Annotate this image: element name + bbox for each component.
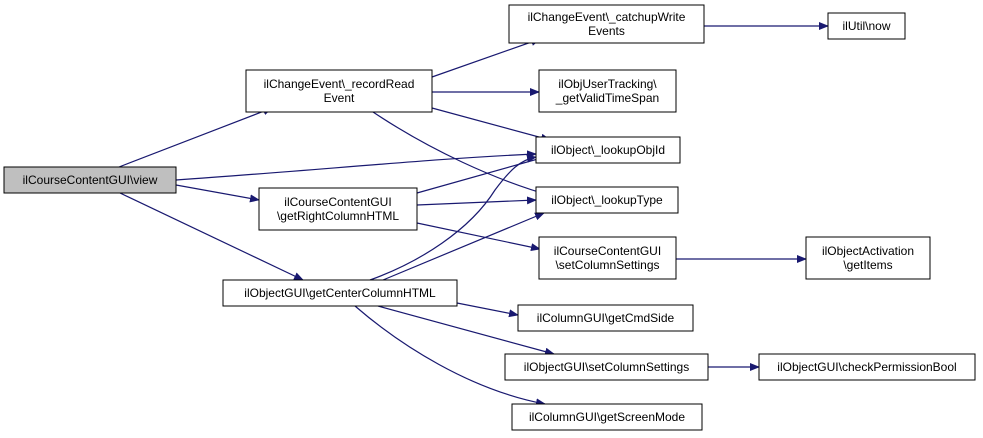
edges-layer xyxy=(118,22,829,407)
node-label: Events xyxy=(588,24,625,38)
node-label: \getItems xyxy=(843,258,892,272)
node-label: ilObjectActivation xyxy=(822,244,914,258)
nodes-layer: ilCourseContentGUI\view ilChangeEvent\_re… xyxy=(3,4,976,431)
node-box xyxy=(535,186,679,214)
edge-rightCol-to-ccSetCols xyxy=(416,222,541,252)
edge-line xyxy=(416,155,546,194)
edge-line xyxy=(382,212,545,281)
node-box xyxy=(538,236,677,280)
edge-centerCol-to-lookupType xyxy=(382,212,545,281)
edge-view-to-lookupId xyxy=(175,150,537,181)
node-box xyxy=(758,353,976,381)
node-label: \setColumnSettings xyxy=(555,258,659,272)
edge-recordRead-to-lookupType xyxy=(372,111,553,198)
node-label: ilObjUserTracking\ xyxy=(558,77,657,91)
node-screenMode[interactable]: ilColumnGUI\getScreenMode xyxy=(511,403,703,431)
edge-centerCol-to-ogSetCols xyxy=(377,305,555,356)
node-cmdSide[interactable]: ilColumnGUI\getCmdSide xyxy=(517,304,694,332)
node-box xyxy=(258,187,418,231)
node-permBool[interactable]: ilObjectGUI\checkPermissionBool xyxy=(758,353,976,381)
edge-view-to-centerCol xyxy=(119,192,304,281)
edge-line xyxy=(118,107,273,168)
node-label: Event xyxy=(324,91,355,105)
edge-centerCol-to-cmdSide xyxy=(456,302,519,318)
node-box xyxy=(504,353,709,381)
node-ogSetCols[interactable]: ilObjectGUI\setColumnSettings xyxy=(504,353,709,381)
edge-line xyxy=(354,305,546,407)
node-label: ilCourseContentGUI\view xyxy=(23,173,158,187)
node-now[interactable]: ilUtil\now xyxy=(827,12,906,40)
node-box xyxy=(517,304,694,332)
node-box xyxy=(3,166,177,194)
edge-line xyxy=(175,184,260,203)
edge-line xyxy=(119,192,304,281)
node-label: ilColumnGUI\getScreenMode xyxy=(529,410,685,424)
edge-line xyxy=(372,111,553,198)
node-label: ilCourseContentGUI xyxy=(284,195,391,209)
edge-centerCol-to-screenMode xyxy=(354,305,546,407)
edge-line xyxy=(431,107,551,142)
node-label: ilObjectGUI\getCenterColumnHTML xyxy=(244,286,436,300)
node-label: \getRightColumnHTML xyxy=(277,209,399,223)
edge-line xyxy=(431,38,541,78)
edge-line xyxy=(416,196,537,206)
node-lookupId[interactable]: ilObject\_lookupObjId xyxy=(535,136,681,164)
node-label: ilCourseContentGUI xyxy=(554,244,661,258)
node-label: ilChangeEvent\_recordRead xyxy=(264,77,415,91)
edge-line xyxy=(456,302,519,318)
node-view[interactable]: ilCourseContentGUI\view xyxy=(3,166,177,194)
node-label: ilChangeEvent\_catchupWrite xyxy=(528,10,686,24)
node-label: ilColumnGUI\getCmdSide xyxy=(537,311,675,325)
edge-line xyxy=(377,305,555,356)
edge-recordRead-to-lookupId xyxy=(431,107,551,142)
node-box xyxy=(508,4,705,44)
node-box xyxy=(245,69,433,113)
node-activation[interactable]: ilObjectActivation\getItems xyxy=(805,236,931,280)
node-label: ilObject\_lookupType xyxy=(551,193,663,207)
node-box xyxy=(538,69,677,113)
node-validTime[interactable]: ilObjUserTracking\_getValidTimeSpan xyxy=(538,69,677,113)
node-rightCol[interactable]: ilCourseContentGUI\getRightColumnHTML xyxy=(258,187,418,231)
edge-line xyxy=(369,154,537,281)
edge-rightCol-to-lookupType xyxy=(416,196,537,206)
edge-view-to-rightCol xyxy=(175,184,260,203)
node-box xyxy=(535,136,681,164)
node-centerCol[interactable]: ilObjectGUI\getCenterColumnHTML xyxy=(222,279,458,307)
node-ccSetCols[interactable]: ilCourseContentGUI\setColumnSettings xyxy=(538,236,677,280)
edge-line xyxy=(416,222,541,252)
node-label: _getValidTimeSpan xyxy=(555,91,659,105)
node-label: ilObjectGUI\checkPermissionBool xyxy=(777,360,956,374)
node-label: ilObjectGUI\setColumnSettings xyxy=(524,360,689,374)
node-box xyxy=(827,12,906,40)
node-box xyxy=(222,279,458,307)
node-label: ilObject\_lookupObjId xyxy=(551,143,665,157)
node-box xyxy=(805,236,931,280)
edge-view-to-recordRead xyxy=(118,107,273,168)
edge-rightCol-to-lookupId xyxy=(416,155,546,194)
edge-line xyxy=(175,150,537,181)
node-box xyxy=(511,403,703,431)
node-lookupType[interactable]: ilObject\_lookupType xyxy=(535,186,679,214)
edge-recordRead-to-catchup xyxy=(431,38,541,78)
edge-centerCol-to-lookupId xyxy=(369,154,537,281)
node-label: ilUtil\now xyxy=(842,19,890,33)
